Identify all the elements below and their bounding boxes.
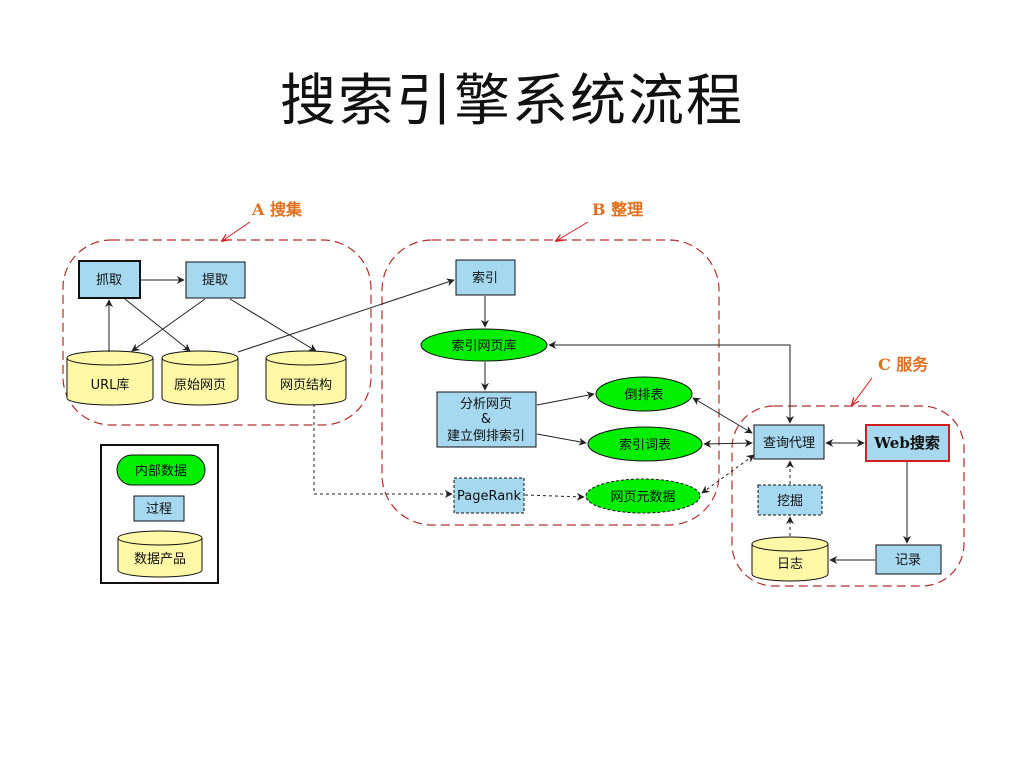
- svg-text:过程: 过程: [146, 502, 172, 517]
- url-db-cylinder: URL库: [66, 350, 154, 406]
- mining-node: 挖掘: [757, 484, 823, 516]
- log-cylinder: 日志: [751, 536, 829, 582]
- svg-text:记录: 记录: [895, 553, 921, 568]
- svg-text:数据产品: 数据产品: [134, 552, 186, 567]
- svg-text:抓取: 抓取: [96, 273, 122, 288]
- page-title: 搜索引擎系统流程: [280, 69, 744, 134]
- svg-text:建立倒排索引: 建立倒排索引: [447, 429, 525, 444]
- pagerank-node: PageRank: [453, 477, 525, 514]
- page-metadata-ellipse: 网页元数据: [585, 478, 701, 514]
- svg-text:索引词表: 索引词表: [619, 438, 671, 453]
- section-c-pointer: [852, 377, 873, 405]
- svg-text:分析网页: 分析网页: [460, 397, 512, 412]
- page-structure-cylinder: 网页结构: [265, 350, 347, 406]
- svg-text:网页元数据: 网页元数据: [610, 490, 675, 505]
- svg-text:查询代理: 查询代理: [763, 436, 815, 451]
- svg-text:原始网页: 原始网页: [174, 378, 226, 393]
- metadata-proxy-arrow: [701, 454, 755, 494]
- structure-to-pagerank-arrow: [313, 404, 453, 498]
- section-b-pointer: [556, 221, 589, 241]
- section-b-label: B 整理: [592, 200, 643, 219]
- svg-text:URL库: URL库: [91, 377, 130, 393]
- svg-text:挖掘: 挖掘: [777, 494, 803, 509]
- index-node: 索引: [455, 259, 516, 296]
- legend-data-product: 数据产品: [117, 530, 203, 578]
- raw-pages-cylinder: 原始网页: [161, 350, 239, 406]
- query-proxy-node: 查询代理: [753, 424, 825, 460]
- inverted-proxy-arrow: [692, 397, 753, 434]
- legend-internal-data: 内部数据: [116, 454, 206, 486]
- analyze-to-vocab-arrow: [536, 433, 587, 446]
- section-a-pointer: [222, 221, 251, 241]
- rawpages-to-index-arrow: [237, 278, 455, 353]
- vocab-proxy-arrow: [703, 439, 753, 448]
- fetch-node: 抓取: [78, 260, 141, 299]
- svg-text:日志: 日志: [777, 557, 803, 572]
- legend-process: 过程: [133, 495, 185, 522]
- web-search-node: Web搜索: [865, 424, 950, 462]
- extract-to-urldb-arrow: [131, 298, 206, 352]
- svg-text:内部数据: 内部数据: [135, 463, 187, 479]
- svg-text:提取: 提取: [202, 272, 228, 288]
- svg-text:网页结构: 网页结构: [280, 378, 332, 393]
- record-node: 记录: [875, 544, 942, 575]
- index-page-db-ellipse: 索引网页库: [420, 328, 548, 362]
- analyze-to-inverted-arrow: [536, 391, 595, 406]
- section-a-label: A 搜集: [251, 200, 303, 219]
- analyze-node: 分析网页 & 建立倒排索引: [436, 391, 537, 448]
- extract-to-structure-arrow: [229, 298, 317, 352]
- section-c-container: [731, 405, 965, 587]
- svg-text:索引网页库: 索引网页库: [451, 338, 516, 354]
- fetch-to-rawpages-arrow: [124, 298, 191, 352]
- section-c-label: C 服务: [878, 355, 929, 374]
- indexdb-proxy-arrow: [548, 341, 794, 424]
- svg-text:倒排表: 倒排表: [624, 388, 663, 403]
- svg-text:PageRank: PageRank: [457, 489, 521, 504]
- section-a-container: [62, 239, 372, 426]
- extract-node: 提取: [185, 261, 246, 299]
- inverted-table-ellipse: 倒排表: [595, 376, 693, 412]
- svg-text:索引: 索引: [472, 271, 498, 286]
- svg-text:&: &: [481, 412, 491, 427]
- pagerank-to-metadata-arrow: [524, 492, 585, 501]
- svg-text:Web搜索: Web搜索: [873, 434, 940, 452]
- index-vocab-ellipse: 索引词表: [587, 426, 703, 462]
